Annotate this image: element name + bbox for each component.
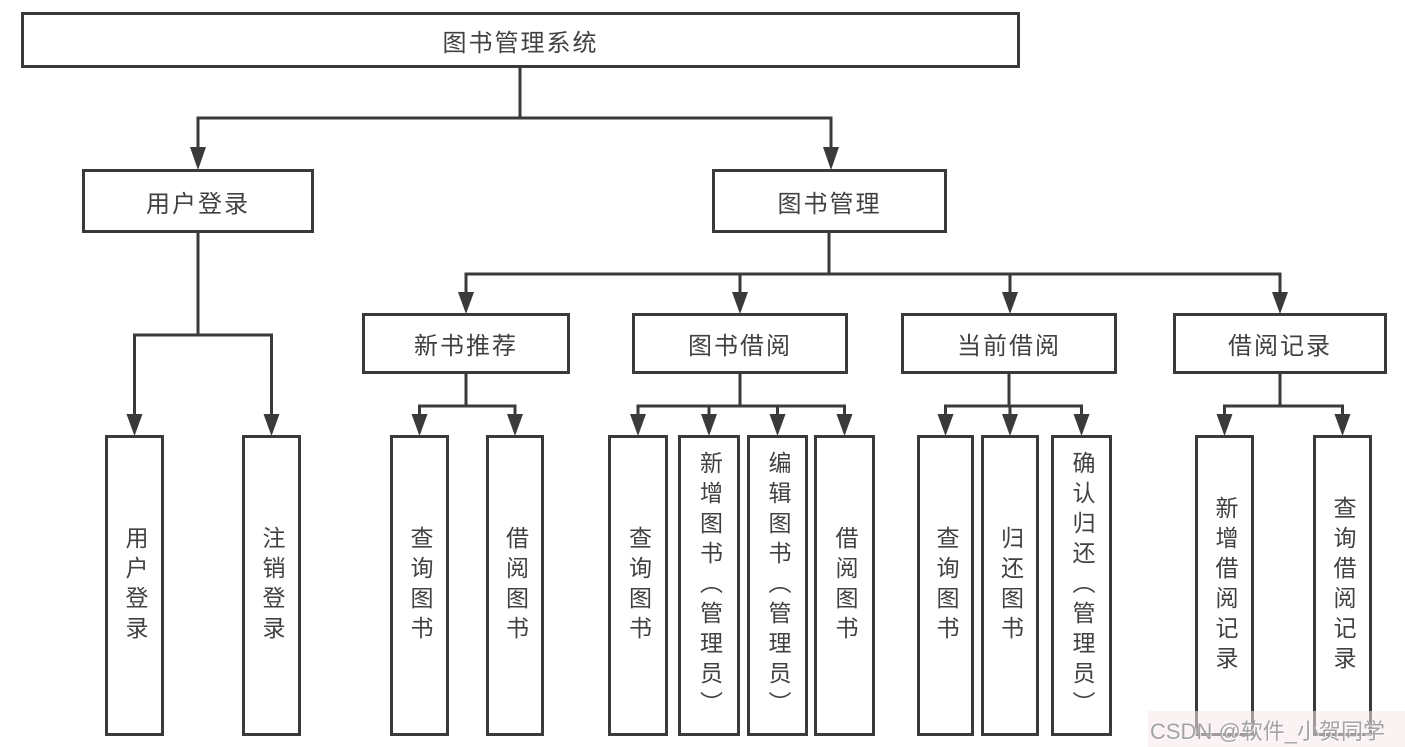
leaf-query-books-borrow-label: 查询图书 <box>625 525 652 646</box>
leaf-return-book: 归还图书 <box>981 435 1039 736</box>
leaf-add-book-admin: 新增图书（管理员） <box>678 435 740 736</box>
leaf-logout: 注销登录 <box>242 435 301 736</box>
root-node-library-management-system: 图书管理系统 <box>21 12 1020 68</box>
watermark-background <box>1148 711 1405 747</box>
leaf-user-login-label: 用户登录 <box>122 525 148 646</box>
leaf-add-book-admin-label: 新增图书（管理员） <box>696 450 723 721</box>
leaf-borrow-books: 借阅图书 <box>814 435 875 736</box>
leaf-query-books-recommend: 查询图书 <box>390 435 449 736</box>
branch-book-management-label: 图书管理 <box>777 190 882 218</box>
leaf-query-borrow-record: 查询借阅记录 <box>1313 435 1372 736</box>
leaf-edit-book-admin-label: 编辑图书（管理员） <box>765 450 791 721</box>
leaf-confirm-return-admin: 确认归还（管理员） <box>1051 435 1112 736</box>
branch-book-management: 图书管理 <box>712 169 947 233</box>
leaf-query-books-current: 查询图书 <box>917 435 974 736</box>
leaf-query-books-current-label: 查询图书 <box>933 525 959 646</box>
leaf-confirm-return-admin-label: 确认归还（管理员） <box>1069 450 1095 721</box>
leaf-add-borrow-record: 新增借阅记录 <box>1195 435 1254 736</box>
node-book-borrow-label: 图书借阅 <box>688 333 792 360</box>
node-current-borrow-label: 当前借阅 <box>957 333 1061 360</box>
node-new-book-recommend: 新书推荐 <box>362 313 570 374</box>
leaf-logout-label: 注销登录 <box>259 525 285 646</box>
leaf-query-books-recommend-label: 查询图书 <box>407 525 433 646</box>
leaf-add-borrow-record-label: 新增借阅记录 <box>1212 495 1238 676</box>
node-borrow-records-label: 借阅记录 <box>1228 333 1332 360</box>
leaf-return-book-label: 归还图书 <box>997 525 1024 646</box>
root-node-label: 图书管理系统 <box>442 29 599 57</box>
leaf-user-login: 用户登录 <box>105 435 164 736</box>
node-borrow-records: 借阅记录 <box>1173 313 1387 374</box>
leaf-query-books-borrow: 查询图书 <box>608 435 668 736</box>
csdn-watermark: CSDN @软件_小贺同学 <box>1150 719 1386 744</box>
branch-user-login: 用户登录 <box>82 169 314 233</box>
leaf-borrow-books-label: 借阅图书 <box>832 525 858 646</box>
leaf-query-borrow-record-label: 查询借阅记录 <box>1330 495 1356 676</box>
node-new-book-recommend-label: 新书推荐 <box>414 333 518 360</box>
node-current-borrow: 当前借阅 <box>901 313 1117 374</box>
leaf-edit-book-admin: 编辑图书（管理员） <box>747 435 808 736</box>
leaf-borrow-books-recommend-label: 借阅图书 <box>502 525 529 646</box>
node-book-borrow: 图书借阅 <box>632 313 848 374</box>
branch-user-login-label: 用户登录 <box>146 190 250 218</box>
leaf-borrow-books-recommend: 借阅图书 <box>486 435 544 736</box>
